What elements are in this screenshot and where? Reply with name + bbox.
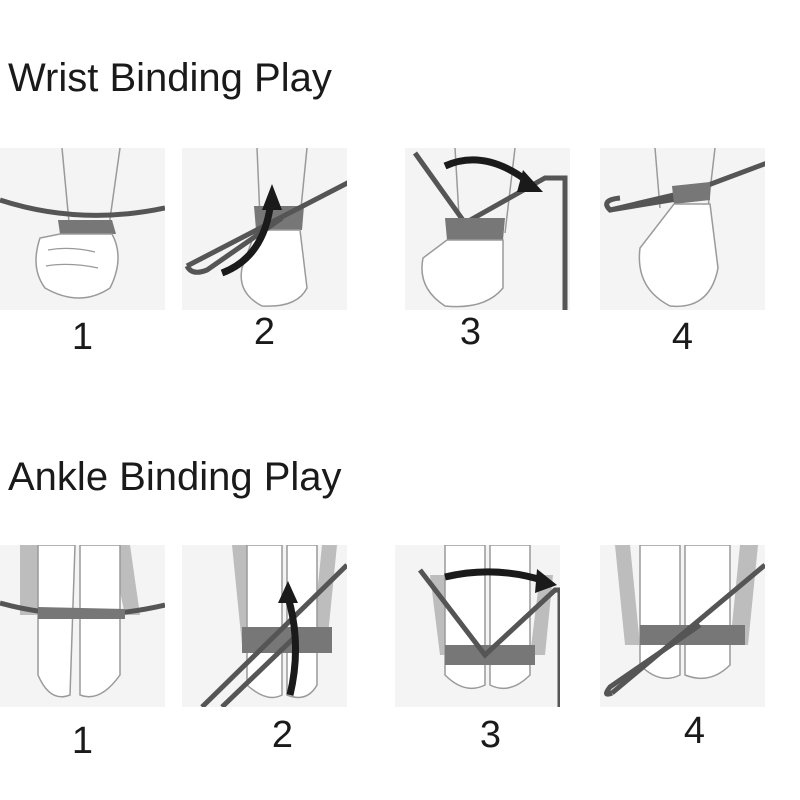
ankle-step-2-illustration [182,545,347,707]
wrist-step-2-illustration [182,148,347,310]
wrist-section-title: Wrist Binding Play [8,56,332,100]
wrist-step-4-number: 4 [671,316,694,358]
ankle-step-2-number: 2 [271,714,294,756]
wrist-step-1-illustration [0,148,165,310]
wrist-step-4-illustration [600,148,765,310]
wrist-step-3-number: 3 [459,311,482,353]
ankle-step-4-number: 4 [683,710,706,752]
ankle-step-3-illustration [395,545,560,707]
wrist-step-3-illustration [405,148,570,310]
ankle-step-1-number: 1 [71,720,94,762]
ankle-step-3-number: 3 [479,714,502,756]
ankle-step-4-illustration [600,545,765,707]
ankle-section-title: Ankle Binding Play [8,455,342,499]
wrist-step-2-number: 2 [253,311,276,353]
ankle-step-1-illustration [0,545,165,707]
wrist-step-1-number: 1 [71,316,94,358]
